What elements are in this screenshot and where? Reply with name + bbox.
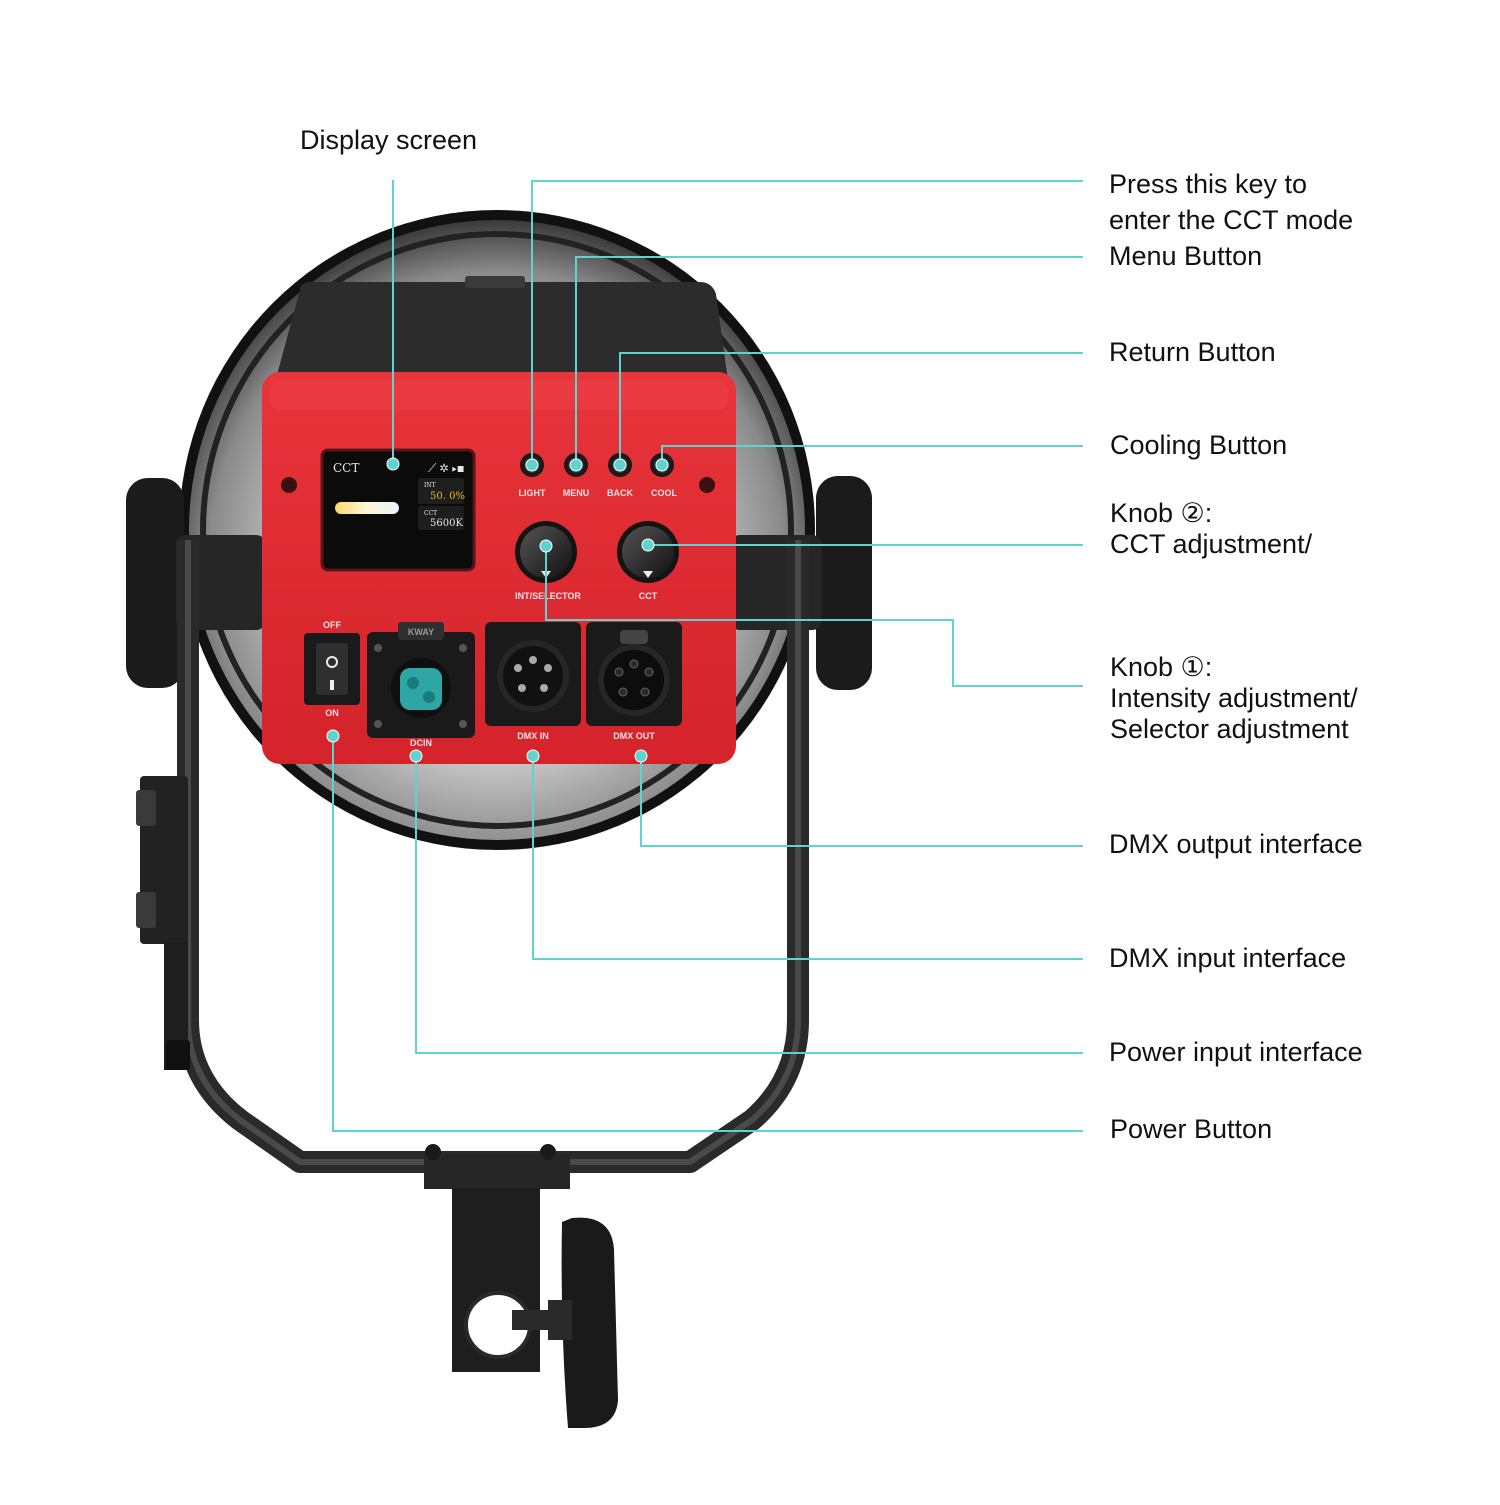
callout-power-input: Power input interface [1109,1037,1363,1067]
dot-back-button [613,458,627,472]
status-icons: ⟋ ✲ ▸◼ [428,461,464,475]
dot-display-screen [386,457,400,471]
power-switch[interactable] [304,633,360,705]
leader-dc-input [415,756,1083,1054]
off-label: OFF [323,620,341,630]
menu-label: MENU [563,488,590,498]
callout-return-button: Return Button [1109,337,1276,367]
callout-knob1-line2: Intensity adjustment/ [1110,683,1358,713]
dot-power-switch [326,729,340,743]
leader-lines [332,180,1083,1132]
callout-dmx-input: DMX input interface [1109,943,1347,973]
battery-plate [136,776,190,1070]
dot-menu-button [569,458,583,472]
dc-input-port[interactable]: KWAY [367,622,475,738]
leader-endpoints [326,457,669,763]
callout-cct-key-line2: enter the CCT mode [1109,205,1354,235]
callout-knob1: Knob ①: Intensity adjustment/ Selector a… [1110,652,1358,745]
leader-dmx-out [640,756,1083,847]
dmx-in-label: DMX IN [517,731,549,741]
stand-mount [452,1188,552,1372]
leader-light-button [531,180,1083,465]
callout-knob2: Knob ②: CCT adjustment/ [1110,498,1312,560]
dot-light-button [525,458,539,472]
callout-cct-key-line1: Press this key to [1109,169,1308,199]
yoke-bracket [177,540,809,1189]
callout-power-button: Power Button [1110,1114,1273,1144]
light-label: LIGHT [519,488,546,498]
led-color-bar [335,502,399,514]
screen-int-value: 50. 0% [430,491,465,502]
dot-cct-knob [641,538,655,552]
display-screen: CCT ⟋ ✲ ▸◼ INT 50. 0% CCT 5600K [320,448,476,572]
dmx-out-label: DMX OUT [613,731,655,741]
callout-display-screen: Display screen [300,125,478,155]
callout-knob1-line1: Knob ①: [1110,652,1213,682]
dot-int-knob [539,539,553,553]
int-selector-label: INT/SELECTOR [515,591,581,601]
leader-int-knob [545,546,1083,687]
screen-int-label: INT [424,482,436,489]
callout-dmx-output: DMX output interface [1109,829,1363,859]
leader-dmx-in [532,756,1083,960]
dot-dmx-in [526,749,540,763]
screen-cct-value: 5600K [430,518,463,529]
on-label: ON [325,708,339,718]
dot-dmx-out [634,749,648,763]
dot-dc-input [409,749,423,763]
dot-cool-button [655,458,669,472]
screen-cct-label: CCT [424,510,437,517]
kway-label: KWAY [408,627,434,637]
cool-label: COOL [651,488,678,498]
callout-menu-button: Menu Button [1109,241,1263,271]
callout-knob2-line2: CCT adjustment/ [1110,529,1313,559]
leader-power-switch [332,736,1083,1132]
leader-menu-button [575,256,1083,465]
callout-knob1-line3: Selector adjustment [1110,714,1349,744]
back-label: BACK [607,488,633,498]
screen-mode: CCT [333,461,359,475]
cct-knob[interactable] [617,521,679,583]
dcin-label: DCIN [410,738,432,748]
leader-back-button [619,352,1083,465]
callout-knob2-line1: Knob ②: [1110,498,1213,528]
cct-label: CCT [639,591,658,601]
stand-lock-knob[interactable] [548,1217,618,1428]
callout-cct-key: Press this key to enter the CCT mode [1109,166,1353,238]
callout-cooling-button: Cooling Button [1110,430,1288,460]
dmx-out-port[interactable] [586,622,682,726]
dmx-in-port[interactable] [485,622,581,726]
